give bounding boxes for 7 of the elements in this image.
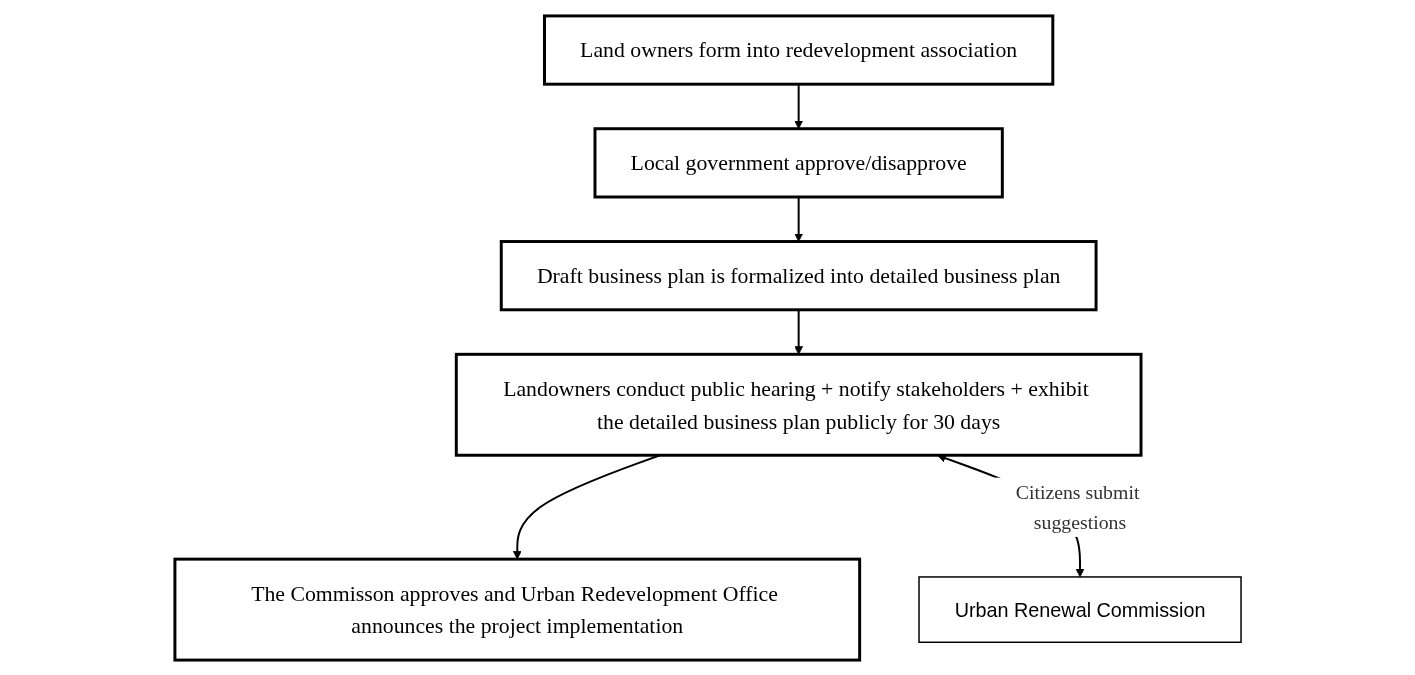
node-box: Local government approve/disapprove bbox=[593, 126, 1004, 198]
edge-label: Citizens submit suggestions bbox=[1015, 480, 1139, 533]
node-box: Urban Renewal Commission bbox=[917, 575, 1242, 643]
node-box: Draft business plan is formalized into detailed business plan bbox=[499, 239, 1098, 311]
node-box: Land owners form into redevelopment association bbox=[542, 13, 1054, 86]
node-box: The Commisson approves and Urban Redevelopment Office announces the project implementation bbox=[172, 557, 861, 662]
node-box: Landowners conduct public hearing + notify stakeholders + exhibit the detailed business plan publicly for 30 days bbox=[454, 352, 1142, 457]
